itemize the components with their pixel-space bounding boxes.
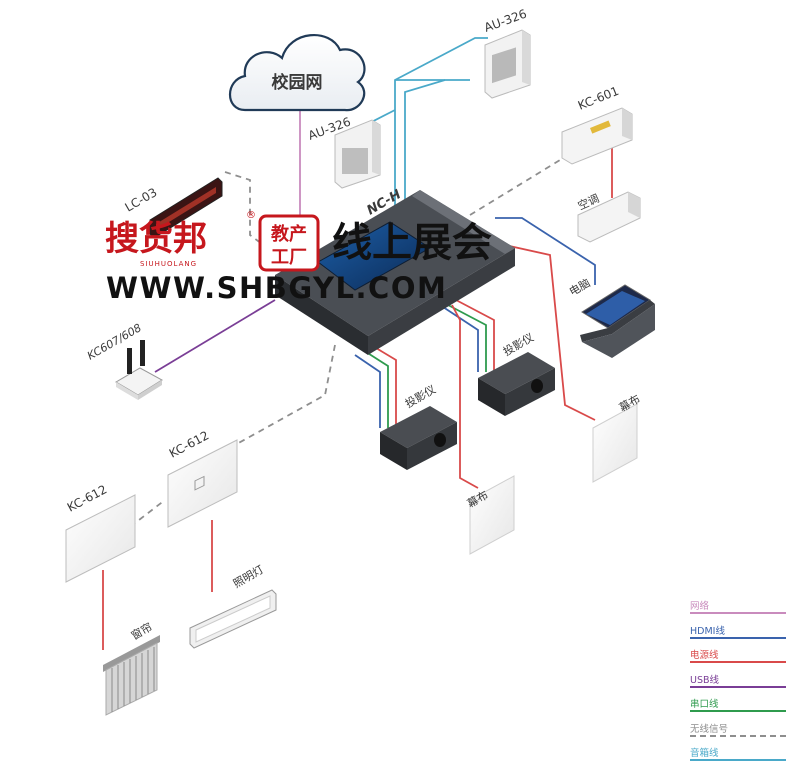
speaker-line-top: [394, 37, 488, 212]
projector-left-label: 投影仪: [403, 382, 439, 411]
legend-label: 电源线: [690, 650, 719, 661]
aircon-device: 空调: [576, 191, 641, 243]
power-projector-left: [370, 344, 397, 426]
kc612-left-panel: KC-612: [65, 482, 136, 583]
kc607-device: KC607/608: [85, 321, 163, 400]
power-screen-right: [504, 244, 596, 421]
watermark-badge-bottom: 工厂: [271, 247, 307, 268]
legend-label: 无线信号: [690, 723, 729, 735]
legend-label: HDMI线: [690, 625, 725, 637]
legend-label: 网络: [690, 601, 710, 612]
legend-item: 串口线: [690, 696, 790, 721]
watermark-url: WWW.SHBGYL.COM: [106, 271, 447, 305]
legend-item: HDMI线: [690, 623, 790, 648]
legend-label: USB线: [690, 674, 720, 686]
watermark: 搜货邦 ® SIUHUOLANG 教产 工厂 线上展会 WWW.SHBGYL.C…: [105, 210, 492, 305]
speaker-au326-left: AU-326: [306, 115, 381, 189]
legend-item: 无线信号: [690, 721, 790, 746]
lighting-fixture: 照明灯: [189, 563, 277, 649]
screen-left: 幕布: [465, 475, 515, 555]
legend-swatch: [690, 685, 786, 688]
kc612-left-label: KC-612: [65, 482, 109, 514]
watermark-brand-pinyin: SIUHUOLANG: [140, 260, 197, 268]
legend-swatch: [690, 710, 786, 712]
kc607-label: KC607/608: [85, 321, 144, 362]
laptop-device: 电脑: [567, 276, 655, 358]
serial-projector-left: [362, 349, 389, 428]
speaker-au326-top: AU-326: [482, 7, 531, 99]
projector-right: 投影仪: [478, 330, 555, 416]
kc612-top-label: KC-612: [167, 428, 211, 460]
serial-projector-right: [447, 304, 487, 372]
legend-item: USB线: [690, 672, 790, 697]
legend-swatch: [690, 661, 786, 663]
campus-network-cloud: 校园网: [229, 34, 366, 112]
power-projector-right: [455, 299, 495, 370]
usb-kc607: [154, 299, 276, 373]
watermark-badge: [258, 214, 320, 272]
kc601-label: KC-601: [576, 84, 621, 113]
watermark-brand: 搜货邦: [105, 219, 207, 259]
wireless-kc612: [234, 344, 336, 446]
watermark-reg: ®: [246, 210, 256, 221]
hdmi-projector-right: [439, 304, 479, 372]
power-screen-left: [451, 304, 479, 489]
kc601-device: KC-601: [561, 84, 633, 165]
legend-swatch: [690, 636, 786, 639]
lc03-label: LC-03: [123, 185, 160, 214]
curtain-device: 窗帘: [103, 619, 160, 716]
laptop-label: 电脑: [567, 276, 593, 298]
watermark-slogan: 线上展会: [332, 220, 492, 266]
curtain-label: 窗帘: [129, 619, 155, 642]
hdmi-projector-left: [354, 354, 381, 428]
screen-right: 幕布: [592, 391, 643, 483]
nch-controller: NC-H: [275, 187, 515, 355]
wireless-kc601: [469, 159, 561, 216]
projector-left: 投影仪: [380, 382, 457, 470]
legend-label: 音箱线: [690, 748, 719, 759]
legend-item: 电源线: [690, 647, 790, 672]
watermark-badge-top: 教产: [271, 223, 307, 245]
hdmi-laptop: [495, 217, 596, 285]
legend-swatch: [690, 734, 786, 737]
legend-label: 串口线: [690, 699, 719, 710]
lighting-label: 照明灯: [231, 563, 266, 591]
legend-swatch: [690, 759, 786, 761]
kc612-top-panel: KC-612: [167, 428, 238, 528]
legend: 网络 HDMI线电源线 USB线串口线无线信号音箱线: [690, 598, 790, 770]
cloud-label: 校园网: [272, 72, 323, 93]
speaker-line-left-2: [404, 79, 470, 215]
legend-item: 音箱线: [690, 745, 790, 770]
legend-item: 网络: [690, 598, 790, 623]
legend-swatch: [690, 612, 786, 614]
